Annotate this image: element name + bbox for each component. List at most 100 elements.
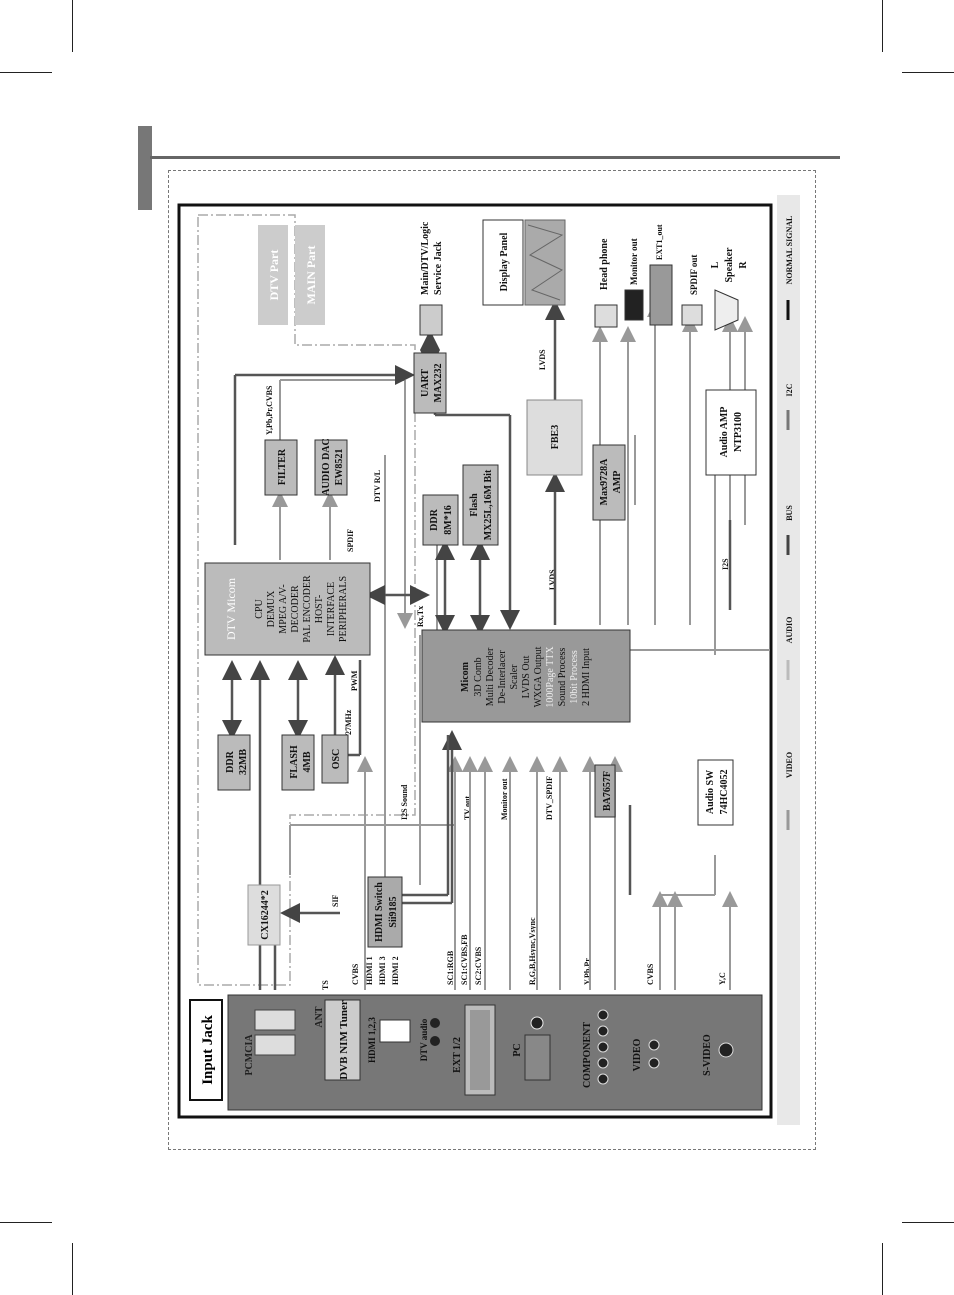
signal-ypbpr: Y,Pb,Pr — [583, 958, 592, 985]
signal-ypbpr-cvbs: Y,Pb,Pr,CVBS — [265, 385, 274, 435]
speaker-label: L — [710, 261, 721, 268]
micom-block — [421, 629, 631, 723]
input-jack-title-box — [189, 999, 223, 1101]
signal-lvds-bottom: LVDS — [548, 569, 557, 590]
flash16-block — [462, 464, 499, 546]
flash16-label: Flash — [469, 493, 480, 517]
audio-sw-block — [697, 759, 734, 826]
signal-sc1rgb: SC1:RGB — [446, 950, 455, 985]
micom-line: Sound Process — [557, 648, 568, 707]
micom-line: 10bit Process — [569, 650, 580, 704]
dtv-micom-block — [204, 562, 371, 656]
audio-dac-label: AUDIO DAC — [321, 438, 332, 496]
audio-sw-label: Audio SW — [705, 770, 716, 814]
jack-label-video: VIDEO — [632, 1038, 643, 1071]
service-jack-label: Service Jack — [433, 241, 444, 295]
dtv-part-label: DTV Part — [267, 250, 281, 301]
crop-mark — [902, 1222, 954, 1223]
micom-line: WXGA Output — [533, 646, 544, 707]
hdmi-switch-part: Sii9185 — [388, 896, 399, 927]
signal-hdmi3: HDMI 3 — [378, 956, 387, 985]
micom-line: LVDS Out — [521, 655, 532, 698]
flash4-label: FLASH — [289, 745, 300, 779]
micom-line: Scaler — [509, 664, 520, 690]
ba7657-label: BA7657F — [602, 771, 613, 811]
audio-amp-block — [705, 389, 757, 476]
osc-block — [321, 734, 349, 784]
signal-spdif: SPDIF — [346, 529, 355, 552]
pcmcia-slot — [254, 1034, 296, 1056]
signal-ts: TS — [321, 980, 330, 990]
hdmi-connector — [379, 1019, 411, 1043]
speaker-label: R — [738, 261, 749, 269]
dtv-micom-line: PAL ENCODER — [302, 575, 313, 643]
spdif-out-label: SPDIF out — [689, 255, 699, 295]
main-part-label: MAIN Part — [304, 246, 318, 305]
ddr8-size: 8M*16 — [443, 505, 454, 534]
header-rule — [150, 156, 840, 159]
uart-block — [413, 352, 447, 414]
scart-connector-inner — [470, 1010, 490, 1090]
jack-label-pc: PC — [512, 1043, 523, 1056]
audio-amp-label: Audio AMP — [719, 407, 730, 458]
pcmcia-slot — [254, 1009, 296, 1031]
max9728-block — [592, 444, 626, 521]
legend-video: VIDEO — [785, 752, 794, 778]
signal-sc1cvbs: SC1:CVBS,FB — [460, 934, 469, 985]
signal-pwm: PWM — [350, 670, 359, 691]
signal-hdmi1: HDMI 1 — [365, 956, 374, 985]
signal-monitor-out: Monitor out — [500, 778, 509, 820]
crop-mark — [72, 1243, 73, 1295]
max9728-amp: AMP — [612, 471, 623, 494]
legend-audio: AUDIO — [785, 617, 794, 644]
osc-label: OSC — [331, 749, 342, 770]
page-frame — [168, 170, 816, 1150]
signal-27mhz: 27MHz — [344, 709, 353, 735]
speaker-icon — [714, 289, 739, 331]
jack-label-svideo: S-VIDEO — [702, 1034, 713, 1076]
signal-rxtx: Rx,Tx — [416, 606, 425, 627]
headphone-label: Head phone — [599, 238, 610, 290]
signal-i2s-sound: I2S Sound — [400, 784, 409, 820]
hdmi-switch-label: HDMI Switch — [374, 882, 385, 942]
cx16244-block — [247, 884, 281, 946]
fbe3-label: FBE3 — [550, 425, 561, 449]
header-bar — [138, 126, 152, 210]
audio-sw-part: 74HC4052 — [719, 770, 730, 815]
filter-block — [264, 439, 298, 496]
input-jack-title: Input Jack — [200, 1015, 216, 1085]
signal-i2s: I2S — [721, 558, 730, 570]
signal-cvbs: CVBS — [351, 963, 360, 985]
micom-line: De-Interlacer — [497, 650, 508, 704]
ddr8-block — [422, 494, 459, 546]
signal-sc2cvbs: SC2:CVBS — [474, 946, 483, 985]
micom-line: 1000Page TTX — [545, 646, 556, 708]
headphone-jack-icon — [594, 304, 618, 328]
dtv-micom-line: CPU — [254, 598, 265, 618]
micom-title: Micom — [460, 661, 471, 692]
rca-jack-icon — [430, 1036, 440, 1046]
micom-line: 2 HDMI Input — [581, 648, 592, 706]
micom-line: 3D Comb — [473, 657, 484, 696]
vga-connector — [524, 1034, 551, 1081]
signal-dtv-rl: DTV R/L — [373, 470, 382, 502]
crop-mark — [882, 0, 883, 52]
audio-amp-part: NTP3100 — [733, 412, 744, 452]
dtv-micom-line: DECODER — [290, 585, 301, 633]
monitor-out-label: Monitor out — [629, 238, 639, 285]
crop-mark — [72, 0, 73, 52]
ext1-out-label: EXT1_out — [655, 224, 664, 260]
signal-rgbhv: R,G,B,Hsync,Vsync — [528, 917, 537, 985]
monitor-out-jack-icon — [624, 289, 644, 321]
display-panel-label: Display Panel — [499, 232, 510, 291]
jack-label-component: COMPONENT — [582, 1022, 593, 1088]
audio-dac-block — [314, 439, 348, 496]
rca-jack-icon — [430, 1018, 440, 1028]
signal-lvds-top: LVDS — [538, 349, 547, 370]
block-diagram: Input Jack PCMCIA ANT DVB NIM Tuner HDMI… — [170, 195, 800, 1125]
filter-label: FILTER — [277, 448, 288, 485]
dtv-micom-line: PERIPHERALS — [338, 576, 349, 642]
crop-mark — [902, 72, 954, 73]
tuner-label: DVB NIM Tuner — [338, 1000, 350, 1080]
tuner-box — [324, 999, 361, 1081]
